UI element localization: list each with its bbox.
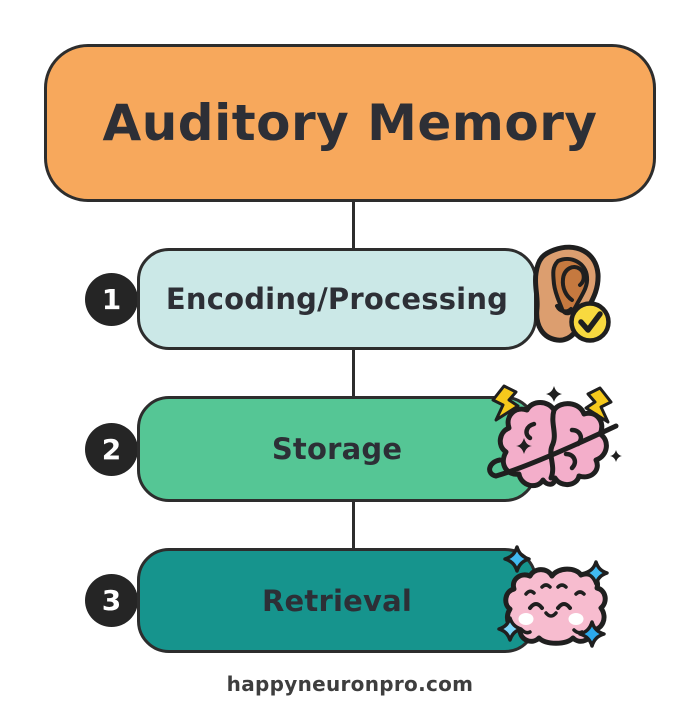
step-1-number-badge: 1	[85, 273, 138, 326]
step-2-box: Storage	[137, 396, 537, 502]
plus-sparkle-icon	[546, 386, 622, 462]
connector-line-2	[352, 348, 355, 398]
step-3-number: 3	[101, 584, 122, 617]
step-2-number: 2	[101, 433, 122, 466]
ear-check-icon	[532, 244, 611, 343]
orbit-swoosh	[487, 423, 619, 479]
page-title: Auditory Memory	[102, 94, 598, 152]
brain-lightning-icon	[487, 384, 622, 489]
footer-url: happyneuronpro.com	[226, 672, 474, 696]
ear-icon	[532, 244, 601, 343]
connector-line-3	[352, 500, 355, 550]
checkmark-icon	[569, 301, 611, 343]
brain-sparkles-icon	[497, 545, 609, 648]
step-2-label: Storage	[271, 432, 403, 466]
header-box: Auditory Memory	[44, 44, 656, 202]
brain-icon	[497, 400, 609, 489]
step-3-number-badge: 3	[85, 574, 138, 627]
lightning-icon	[491, 384, 613, 424]
step-3-box: Retrieval	[137, 548, 537, 653]
step-3-label: Retrieval	[262, 583, 412, 618]
connector-line-1	[352, 200, 355, 250]
step-1-label: Encoding/Processing	[165, 282, 509, 316]
step-2-number-badge: 2	[85, 423, 138, 476]
sparkle-icon	[497, 545, 609, 648]
step-1-box: Encoding/Processing	[137, 248, 537, 350]
step-1-number: 1	[101, 283, 122, 316]
happy-brain-icon	[503, 566, 608, 646]
